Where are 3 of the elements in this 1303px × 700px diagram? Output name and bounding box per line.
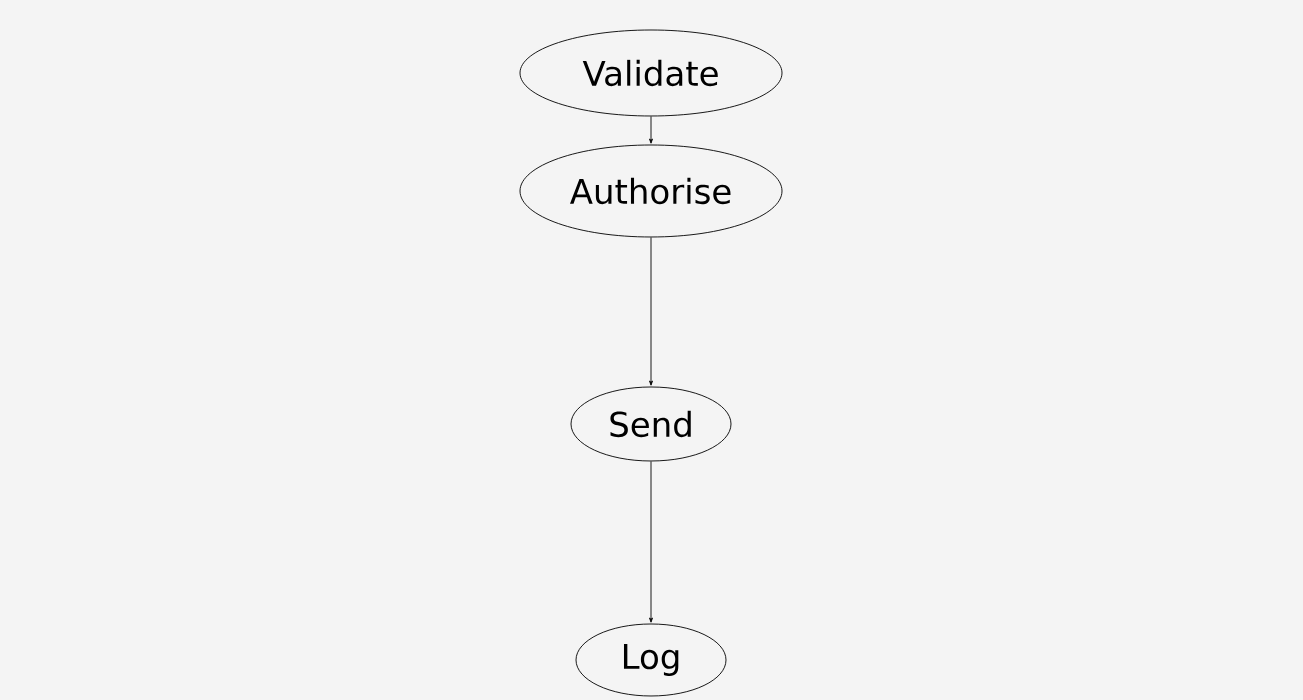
arrow	[649, 237, 653, 386]
arrow	[649, 116, 653, 144]
arrow	[649, 461, 653, 623]
